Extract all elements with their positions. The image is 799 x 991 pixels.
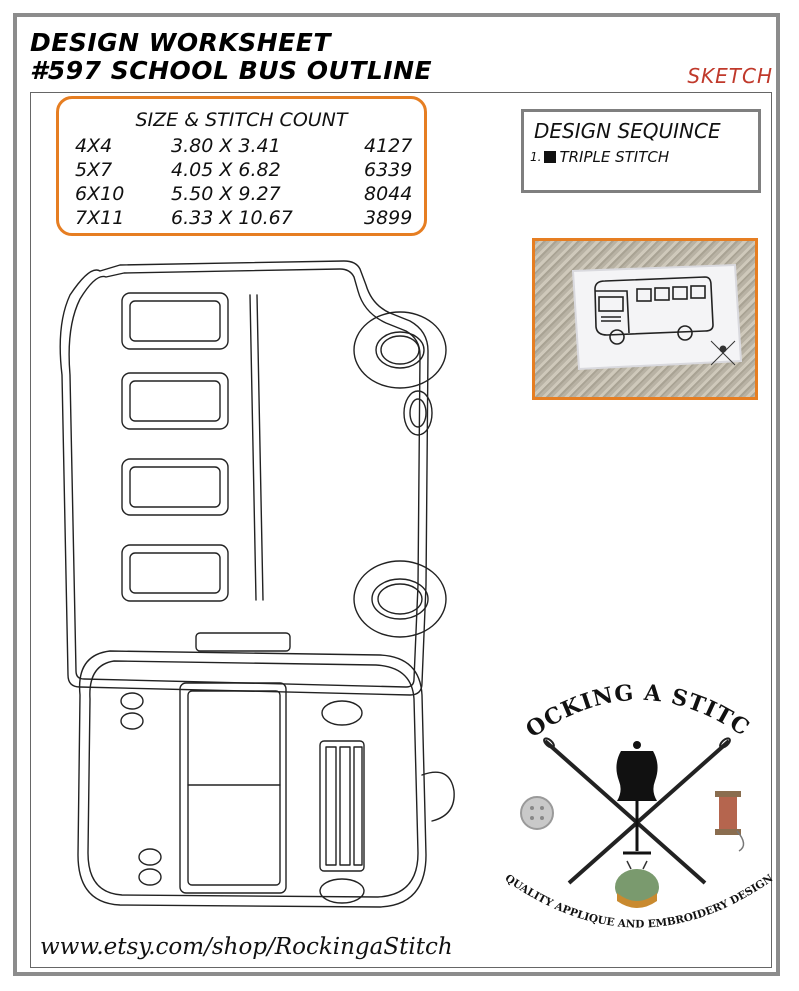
sequence-number: 1. [530, 150, 542, 164]
pincushion-icon [615, 860, 659, 908]
design-area [30, 92, 772, 968]
logo-top-text: ROCKING A STITCH [497, 655, 755, 743]
hoop-size: 4X4 [75, 135, 113, 157]
design-sequence-title: DESIGN SEQUINCE [534, 119, 721, 143]
stitch-count: 6339 [364, 159, 413, 181]
dress-form-icon [616, 741, 658, 855]
crossed-needles-icon [543, 737, 731, 885]
rocking-a-stitch-logo: ROCKING A STITCH QUALITY APPLIQUE AND EM [497, 655, 776, 931]
shop-url: www.etsy.com/shop/RockingaStitch [40, 934, 453, 960]
size-stitch-table: SIZE & STITCH COUNT 4X4 3.80 X 3.41 4127… [56, 96, 427, 236]
stitch-count: 8044 [364, 183, 413, 205]
design-dimensions: 5.50 X 9.27 [171, 183, 281, 205]
hoop-size: 7X11 [75, 207, 125, 229]
thread-color-swatch [544, 151, 557, 163]
worksheet-border [13, 13, 780, 976]
size-table-title: SIZE & STITCH COUNT [135, 109, 348, 131]
size-row: 5X7 4.05 X 6.82 6339 [59, 159, 424, 183]
size-row: 7X11 6.33 X 10.67 3899 [59, 207, 424, 231]
thread-spool-icon [715, 791, 745, 852]
design-dimensions: 6.33 X 10.67 [171, 207, 293, 229]
hoop-size: 6X10 [75, 183, 125, 205]
button-icon [520, 796, 554, 830]
sequence-item: 1. TRIPLE STITCH [530, 148, 669, 166]
size-row: 6X10 5.50 X 9.27 8044 [59, 183, 424, 207]
bus-outline-drawing [59, 260, 455, 908]
design-sequence-box: DESIGN SEQUINCE 1. TRIPLE STITCH [521, 109, 761, 193]
design-name: #597 SCHOOL BUS OUTLINE [30, 56, 433, 85]
sequence-label: TRIPLE STITCH [559, 148, 670, 166]
design-dimensions: 3.80 X 3.41 [171, 135, 281, 157]
stitched-sample-photo [532, 238, 758, 400]
stitch-count: 4127 [364, 135, 413, 157]
worksheet-title: DESIGN WORKSHEET [30, 28, 331, 57]
size-row: 4X4 3.80 X 3.41 4127 [59, 135, 424, 159]
stitch-count: 3899 [364, 207, 413, 229]
design-dimensions: 4.05 X 6.82 [171, 159, 281, 181]
hoop-size: 5X7 [75, 159, 113, 181]
sketch-badge: SKETCH [687, 64, 773, 88]
